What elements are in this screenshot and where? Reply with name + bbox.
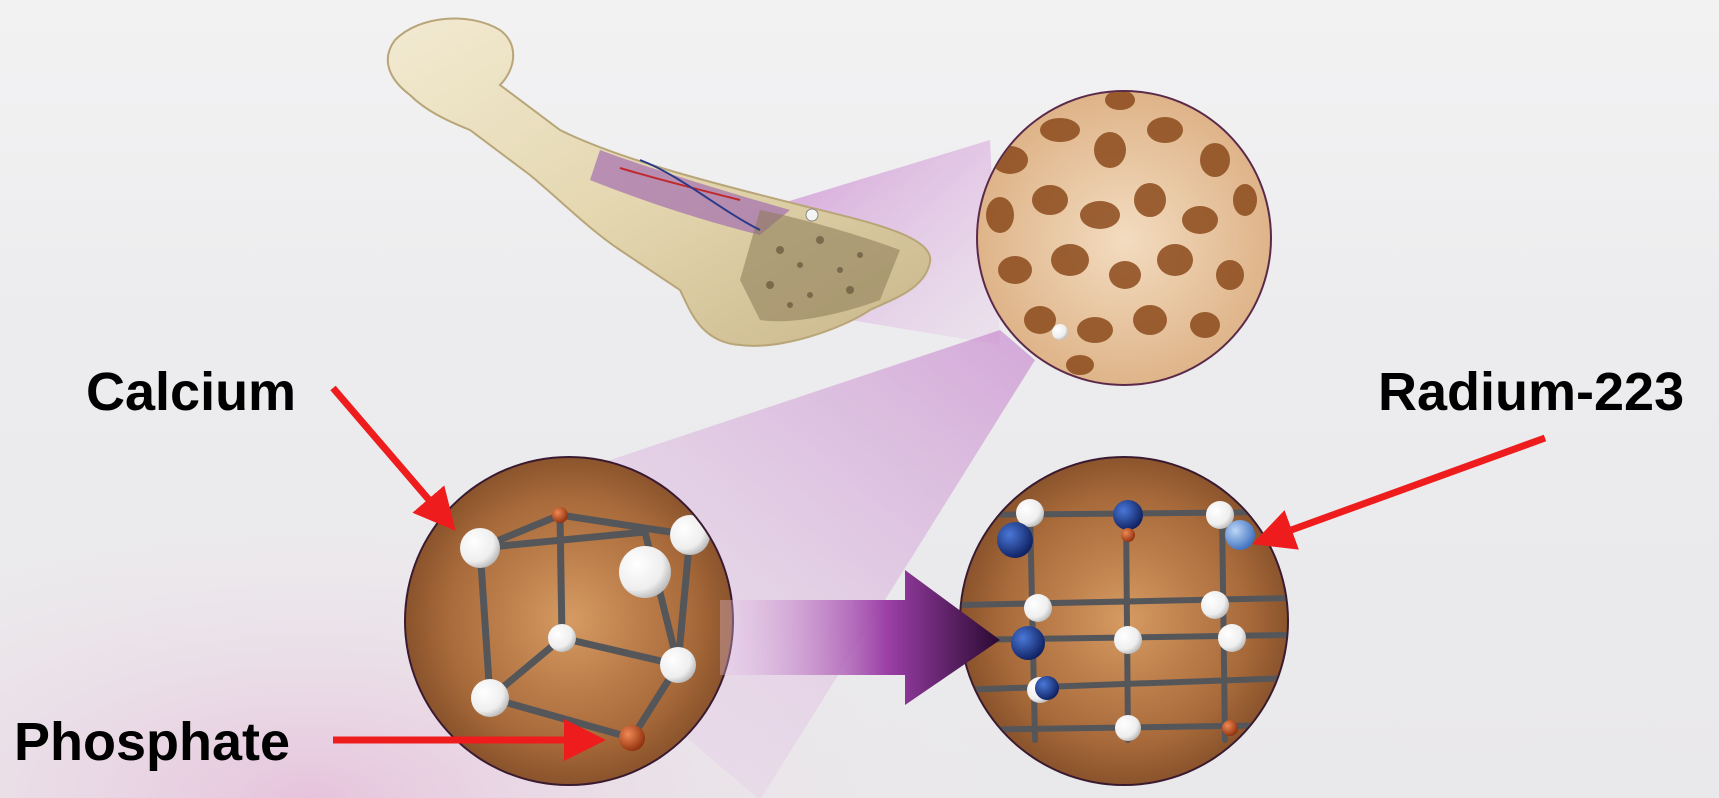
radium-223-label: Radium-223: [1378, 365, 1684, 419]
calcium-label: Calcium: [86, 365, 296, 419]
phosphate-label: Phosphate: [14, 715, 290, 769]
